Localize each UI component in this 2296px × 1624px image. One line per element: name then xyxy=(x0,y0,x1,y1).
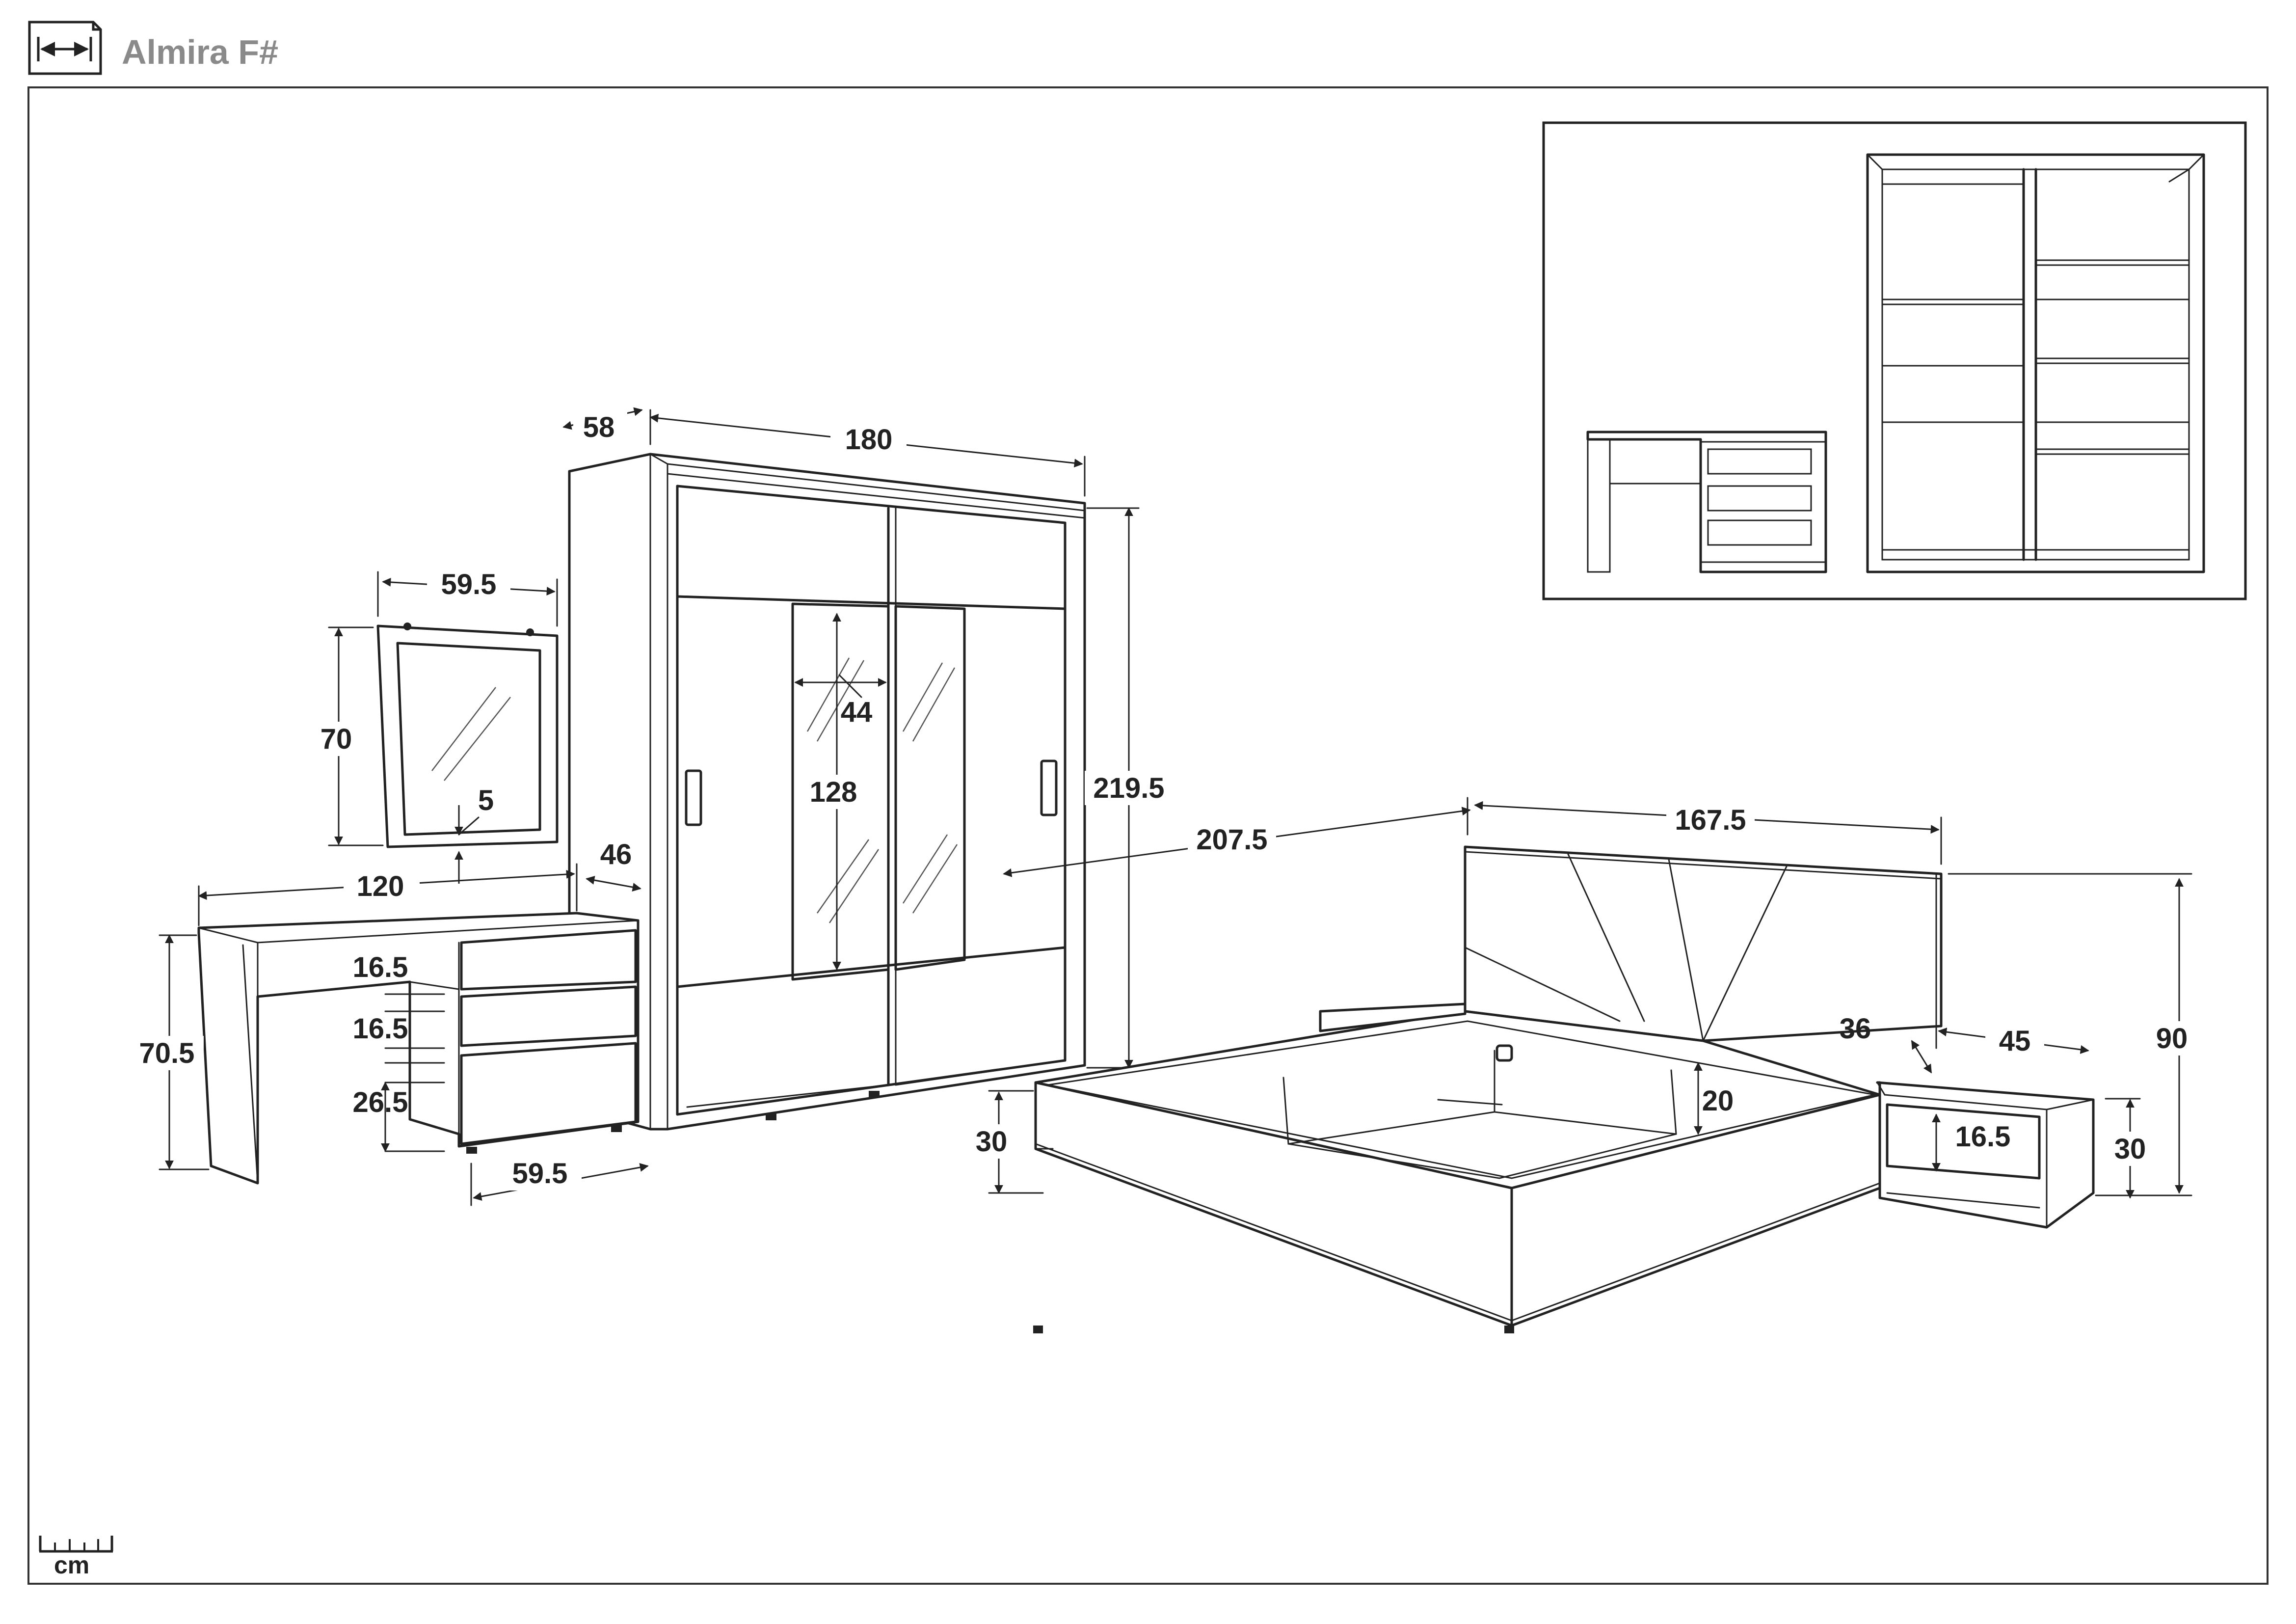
width-arrows-icon xyxy=(28,21,102,75)
dim-desk-depth: 46 xyxy=(600,839,632,870)
dim-nightstand-width: 45 xyxy=(1999,1025,2031,1057)
dim-desk-drawer-2: 16.5 xyxy=(353,1013,408,1045)
wardrobe-dimensions: 58 180 219.5 128 44 xyxy=(562,407,1173,1069)
dim-nightstand-drawer: 16.5 xyxy=(1955,1121,2011,1153)
dim-wardrobe-height: 219.5 xyxy=(1093,772,1164,804)
desk-dimensions: 120 46 70.5 16.5 16.5 26.5 59.5 xyxy=(130,839,649,1206)
dim-bed-length: 207.5 xyxy=(1196,824,1267,856)
nightstand-drawing xyxy=(1876,1081,2095,1229)
dim-desk-drawer-1: 16.5 xyxy=(353,951,408,983)
dim-nightstand-height: 30 xyxy=(2114,1133,2146,1165)
dim-mirror-height: 70 xyxy=(320,723,352,755)
dim-bed-base-height: 30 xyxy=(976,1126,1008,1158)
wall-mirror-drawing xyxy=(376,623,559,848)
wardrobe-interior-drawing xyxy=(1866,153,2205,573)
ruler-icon xyxy=(39,1536,113,1553)
dim-wardrobe-depth: 58 xyxy=(583,411,615,443)
desk-interior-drawing xyxy=(1586,431,1827,573)
dim-bed-width: 167.5 xyxy=(1675,804,1746,836)
ruler-unit-label: cm xyxy=(54,1551,89,1579)
dim-desk-drawer-unit-width: 59.5 xyxy=(512,1158,568,1190)
dim-wardrobe-mirror-height: 128 xyxy=(810,776,857,808)
page-title: Almira F# xyxy=(122,33,278,71)
bed-dimensions: 207.5 167.5 90 30 20 36 45 16.5 30 xyxy=(969,797,2201,1199)
dim-mirror-width: 59.5 xyxy=(441,568,497,600)
dim-desk-drawer-3: 26.5 xyxy=(353,1086,408,1118)
ruler-legend: cm xyxy=(39,1536,113,1579)
dim-bed-height: 90 xyxy=(2156,1023,2188,1055)
dim-bed-storage-depth: 20 xyxy=(1702,1085,1734,1117)
dim-mirror-bottom-gap: 5 xyxy=(478,785,494,816)
dim-desk-height: 70.5 xyxy=(139,1037,195,1069)
dim-desk-width: 120 xyxy=(357,870,404,902)
mirror-dimensions: 59.5 70 5 xyxy=(310,567,558,884)
dim-wardrobe-mirror-width: 44 xyxy=(841,696,873,728)
bed-drawing xyxy=(1033,845,1943,1333)
interior-preview-inset xyxy=(1542,121,2247,600)
drawing-frame xyxy=(27,86,2269,1585)
dim-wardrobe-width: 180 xyxy=(845,424,893,456)
header-icon xyxy=(28,21,102,75)
dim-nightstand-depth: 36 xyxy=(1840,1013,1871,1045)
